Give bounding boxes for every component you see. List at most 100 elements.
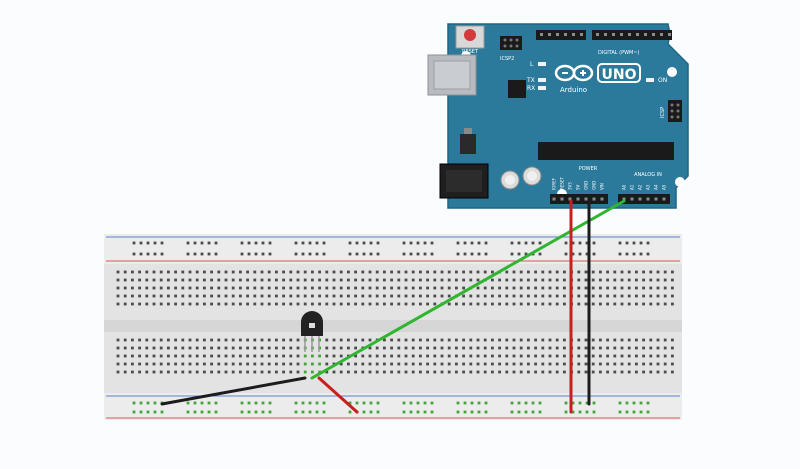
rail-hole[interactable] [254,401,258,405]
terminal-hole[interactable] [159,362,163,366]
terminal-hole[interactable] [411,362,415,366]
terminal-hole[interactable] [325,370,329,374]
terminal-hole[interactable] [368,346,372,350]
terminal-hole[interactable] [404,362,408,366]
terminal-hole[interactable] [282,354,285,358]
terminal-hole[interactable] [548,278,552,282]
terminal-hole[interactable] [332,370,336,374]
terminal-hole[interactable] [131,354,134,358]
rail-hole[interactable] [348,241,352,245]
terminal-hole[interactable] [642,270,645,274]
terminal-hole[interactable] [145,362,149,366]
terminal-hole[interactable] [447,362,451,366]
rail-hole[interactable] [531,401,535,405]
rail-hole[interactable] [564,241,568,245]
rail-hole[interactable] [625,410,629,414]
terminal-hole[interactable] [613,294,617,298]
terminal-hole[interactable] [116,346,120,350]
terminal-hole[interactable] [527,362,530,366]
terminal-hole[interactable] [210,362,213,366]
terminal-hole[interactable] [167,338,170,342]
terminal-hole[interactable] [663,370,667,374]
terminal-hole[interactable] [210,338,213,342]
terminal-hole[interactable] [123,286,127,290]
terminal-hole[interactable] [167,270,170,274]
terminal-hole[interactable] [210,286,213,290]
terminal-hole[interactable] [469,338,473,342]
terminal-hole[interactable] [188,270,192,274]
terminal-hole[interactable] [534,302,537,306]
terminal-hole[interactable] [505,286,509,290]
rail-hole[interactable] [510,410,514,414]
rail-hole[interactable] [646,410,650,414]
terminal-hole[interactable] [591,346,595,350]
terminal-hole[interactable] [289,354,293,358]
rail-hole[interactable] [315,252,319,256]
terminal-hole[interactable] [267,362,271,366]
terminal-hole[interactable] [419,354,422,358]
terminal-hole[interactable] [419,294,422,298]
terminal-hole[interactable] [606,278,609,282]
terminal-hole[interactable] [383,286,386,290]
terminal-hole[interactable] [476,370,480,374]
terminal-hole[interactable] [231,370,235,374]
terminal-hole[interactable] [447,370,451,374]
terminal-hole[interactable] [613,362,617,366]
terminal-hole[interactable] [433,278,437,282]
terminal-hole[interactable] [253,362,257,366]
terminal-hole[interactable] [267,286,271,290]
terminal-hole[interactable] [361,354,365,358]
rail-hole[interactable] [402,241,406,245]
terminal-hole[interactable] [289,346,293,350]
terminal-hole[interactable] [491,294,494,298]
terminal-hole[interactable] [591,278,595,282]
rail-hole[interactable] [315,241,319,245]
terminal-hole[interactable] [210,370,213,374]
terminal-hole[interactable] [368,294,372,298]
terminal-hole[interactable] [368,362,372,366]
rail-hole[interactable] [592,252,596,256]
rail-hole[interactable] [564,410,568,414]
rail-hole[interactable] [592,410,596,414]
terminal-hole[interactable] [390,278,393,282]
rail-hole[interactable] [592,241,596,245]
terminal-hole[interactable] [253,354,257,358]
rail-hole[interactable] [308,241,312,245]
rail-hole[interactable] [430,241,434,245]
terminal-hole[interactable] [138,270,141,274]
terminal-hole[interactable] [649,346,653,350]
terminal-hole[interactable] [469,370,473,374]
terminal-hole[interactable] [642,302,645,306]
terminal-hole[interactable] [267,278,271,282]
terminal-hole[interactable] [397,354,401,358]
terminal-hole[interactable] [303,354,307,358]
terminal-hole[interactable] [555,286,559,290]
rail-hole[interactable] [564,252,568,256]
terminal-hole[interactable] [635,294,638,298]
terminal-hole[interactable] [123,370,127,374]
terminal-hole[interactable] [231,278,235,282]
terminal-hole[interactable] [548,362,552,366]
terminal-hole[interactable] [606,302,609,306]
rail-hole[interactable] [517,241,521,245]
terminal-hole[interactable] [469,362,473,366]
terminal-hole[interactable] [181,346,185,350]
rail-hole[interactable] [416,401,420,405]
terminal-hole[interactable] [253,286,257,290]
terminal-hole[interactable] [253,302,257,306]
terminal-hole[interactable] [642,346,645,350]
terminal-hole[interactable] [253,278,257,282]
terminal-hole[interactable] [246,354,249,358]
terminal-hole[interactable] [260,278,264,282]
arduino-uno-board[interactable]: RESET ICSP2 DIGITAL (PWM~) L TX RX ON [427,23,689,209]
terminal-hole[interactable] [656,294,660,298]
terminal-hole[interactable] [116,302,120,306]
terminal-hole[interactable] [174,362,177,366]
terminal-hole[interactable] [483,294,487,298]
rail-hole[interactable] [484,401,488,405]
terminal-hole[interactable] [577,362,581,366]
terminal-hole[interactable] [325,362,329,366]
terminal-hole[interactable] [656,278,660,282]
terminal-hole[interactable] [397,338,401,342]
terminal-hole[interactable] [181,278,185,282]
